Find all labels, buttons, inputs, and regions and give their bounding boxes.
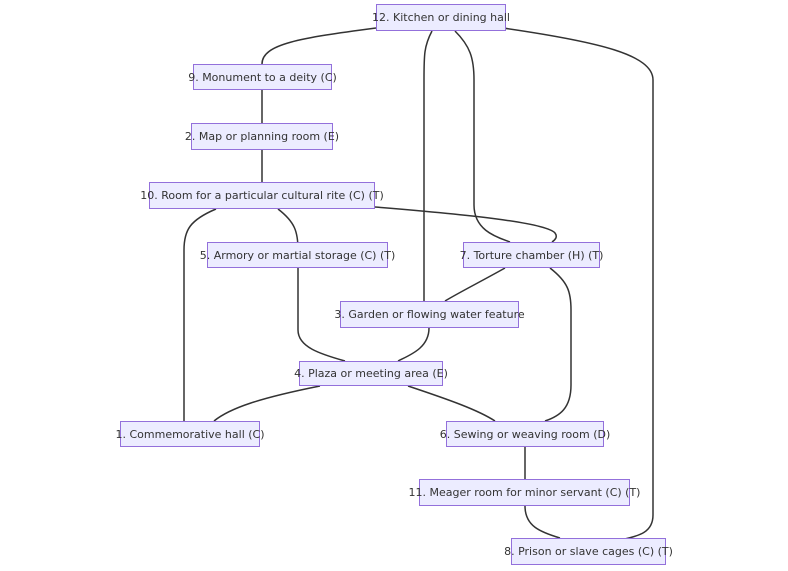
node-label: 1. Commemorative hall (C) bbox=[115, 427, 265, 441]
node-11-meager-room-for-minor-servant[interactable]: 11. Meager room for minor servant (C) (T… bbox=[409, 479, 640, 506]
edge-n10-n1 bbox=[183, 208, 217, 421]
node-label: 3. Garden or flowing water feature bbox=[334, 308, 525, 321]
node-label: 2. Map or planning room (E) bbox=[184, 130, 340, 143]
edge-n3-n4 bbox=[397, 327, 430, 362]
edge-n7-n6 bbox=[544, 267, 572, 422]
node-9-monument-to-a-deity[interactable]: 9. Monument to a deity (C) bbox=[188, 64, 337, 90]
node-8-prison-or-slave-cages[interactable]: 8. Prison or slave cages (C) (T) bbox=[504, 538, 673, 565]
node-4-plaza-or-meeting-area[interactable]: 4. Plaza or meeting area (E) bbox=[294, 361, 448, 386]
node-label: 9. Monument to a deity (C) bbox=[188, 70, 337, 84]
node-label: 7. Torture chamber (H) (T) bbox=[459, 248, 604, 262]
node-label: 4. Plaza or meeting area (E) bbox=[294, 367, 448, 380]
edge-n4-n6 bbox=[407, 385, 496, 422]
node-label: 5. Armory or martial storage (C) (T) bbox=[199, 248, 396, 262]
edge-n11-n8 bbox=[524, 505, 561, 539]
node-label: 12. Kitchen or dining hall bbox=[372, 11, 510, 24]
node-label: 10. Room for a particular cultural rite … bbox=[140, 189, 384, 202]
node-7-torture-chamber[interactable]: 7. Torture chamber (H) (T) bbox=[460, 242, 603, 268]
node-5-armory-or-martial-storage[interactable]: 5. Armory or martial storage (C) (T) bbox=[200, 242, 395, 268]
edge-n4-n1 bbox=[213, 385, 321, 422]
node-3-garden-or-flowing-water-feature[interactable]: 3. Garden or flowing water feature bbox=[334, 301, 525, 328]
node-label: 8. Prison or slave cages (C) (T) bbox=[504, 545, 673, 558]
node-1-commemorative-hall[interactable]: 1. Commemorative hall (C) bbox=[115, 421, 265, 447]
node-6-sewing-or-weaving-room[interactable]: 6. Sewing or weaving room (D) bbox=[440, 421, 610, 447]
edge-n12-n8 bbox=[502, 27, 654, 541]
edge-n7-n3 bbox=[444, 267, 506, 302]
node-label: 11. Meager room for minor servant (C) (T… bbox=[408, 486, 641, 499]
node-10-room-for-cultural-rite[interactable]: 10. Room for a particular cultural rite … bbox=[140, 182, 384, 209]
edge-n10-n7 bbox=[374, 206, 557, 243]
edge-n12-n7 bbox=[454, 30, 511, 243]
node-2-map-or-planning-room[interactable]: 2. Map or planning room (E) bbox=[185, 123, 339, 150]
edge-n12-n9 bbox=[261, 27, 377, 65]
edge-n10-n4 bbox=[277, 208, 346, 362]
node-12-kitchen-or-dining-hall[interactable]: 12. Kitchen or dining hall bbox=[372, 4, 510, 31]
node-label: 6. Sewing or weaving room (D) bbox=[439, 427, 611, 441]
edge-n12-n3 bbox=[423, 30, 433, 301]
